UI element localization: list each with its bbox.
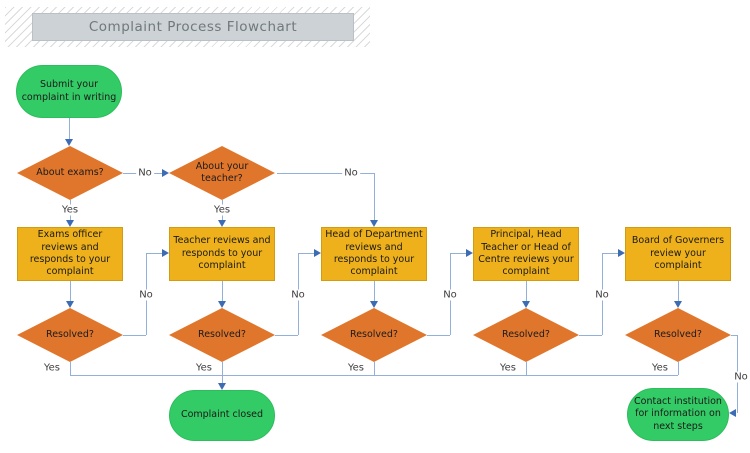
title-hatch-band: Complaint Process Flowchart — [5, 7, 370, 47]
arrowhead — [162, 169, 169, 177]
decision-about-exams: About exams? — [17, 146, 123, 200]
process-board-of-governors: Board of Governers review your complaint — [625, 227, 731, 281]
arrowhead — [466, 249, 473, 257]
connector-line — [298, 253, 314, 254]
edge-label-no: No — [137, 289, 155, 301]
arrowhead — [218, 301, 226, 308]
terminator-complaint-closed: Complaint closed — [169, 390, 275, 441]
edge-label-yes: Yes — [59, 204, 81, 216]
connector-line — [374, 173, 375, 220]
edge-label-yes: Yes — [193, 362, 214, 374]
process-principal: Principal, Head Teacher or Head of Centr… — [473, 227, 579, 281]
connector-line — [678, 362, 679, 375]
connector-line — [146, 253, 162, 254]
decision-resolved-5: Resolved? — [625, 308, 731, 362]
arrowhead — [65, 139, 73, 146]
edge-label-yes: Yes — [497, 362, 518, 374]
arrowhead — [618, 249, 625, 257]
connector-line — [450, 253, 466, 254]
edge-label-yes: Yes — [345, 362, 366, 374]
connector-line — [275, 335, 298, 336]
edge-label-yes: Yes — [41, 362, 62, 374]
arrowhead — [522, 301, 530, 308]
arrowhead — [370, 301, 378, 308]
connector-line — [123, 335, 146, 336]
arrowhead — [218, 220, 226, 227]
connector-line — [526, 281, 527, 301]
connector-line — [526, 362, 527, 375]
arrowhead — [370, 220, 378, 227]
connector-line — [602, 253, 618, 254]
edge-label-yes: Yes — [211, 204, 233, 216]
process-head-of-department: Head of Department reviews and responds … — [321, 227, 427, 281]
edge-label-no: No — [732, 371, 750, 383]
connector-line — [678, 281, 679, 301]
decision-resolved-2: Resolved? — [169, 308, 275, 362]
arrowhead — [66, 220, 74, 227]
connector-line — [427, 335, 450, 336]
edge-label-no: No — [441, 289, 459, 301]
terminator-contact-institution: Contact institution for information on n… — [627, 388, 729, 441]
connector-line — [374, 281, 375, 301]
edge-label-yes: Yes — [649, 362, 670, 374]
decision-resolved-1: Resolved? — [17, 308, 123, 362]
connector-line — [374, 362, 375, 375]
arrowhead — [674, 301, 682, 308]
connector-line — [222, 362, 223, 383]
arrowhead — [314, 249, 321, 257]
start-node: Submit your complaint in writing — [16, 65, 122, 118]
connector-line — [277, 173, 374, 174]
edge-label-no: No — [593, 289, 611, 301]
connector-line — [222, 281, 223, 301]
decision-resolved-3: Resolved? — [321, 308, 427, 362]
arrowhead — [66, 301, 74, 308]
edge-label-no: No — [136, 167, 154, 179]
process-exams-officer: Exams officer reviews and responds to yo… — [17, 227, 123, 281]
arrowhead — [729, 409, 736, 417]
decision-about-teacher: About your teacher? — [169, 146, 275, 200]
connector-line — [70, 281, 71, 301]
arrowhead — [162, 249, 169, 257]
decision-resolved-4: Resolved? — [473, 308, 579, 362]
edge-label-no: No — [342, 167, 360, 179]
connector-line — [70, 362, 71, 375]
connector-line — [69, 118, 70, 139]
connector-line — [731, 335, 737, 336]
connector-line — [579, 335, 602, 336]
edge-label-no: No — [289, 289, 307, 301]
arrowhead — [218, 383, 226, 390]
process-teacher-reviews: Teacher reviews and responds to your com… — [169, 227, 275, 281]
diagram-title: Complaint Process Flowchart — [32, 13, 354, 41]
connector-line — [70, 375, 678, 376]
